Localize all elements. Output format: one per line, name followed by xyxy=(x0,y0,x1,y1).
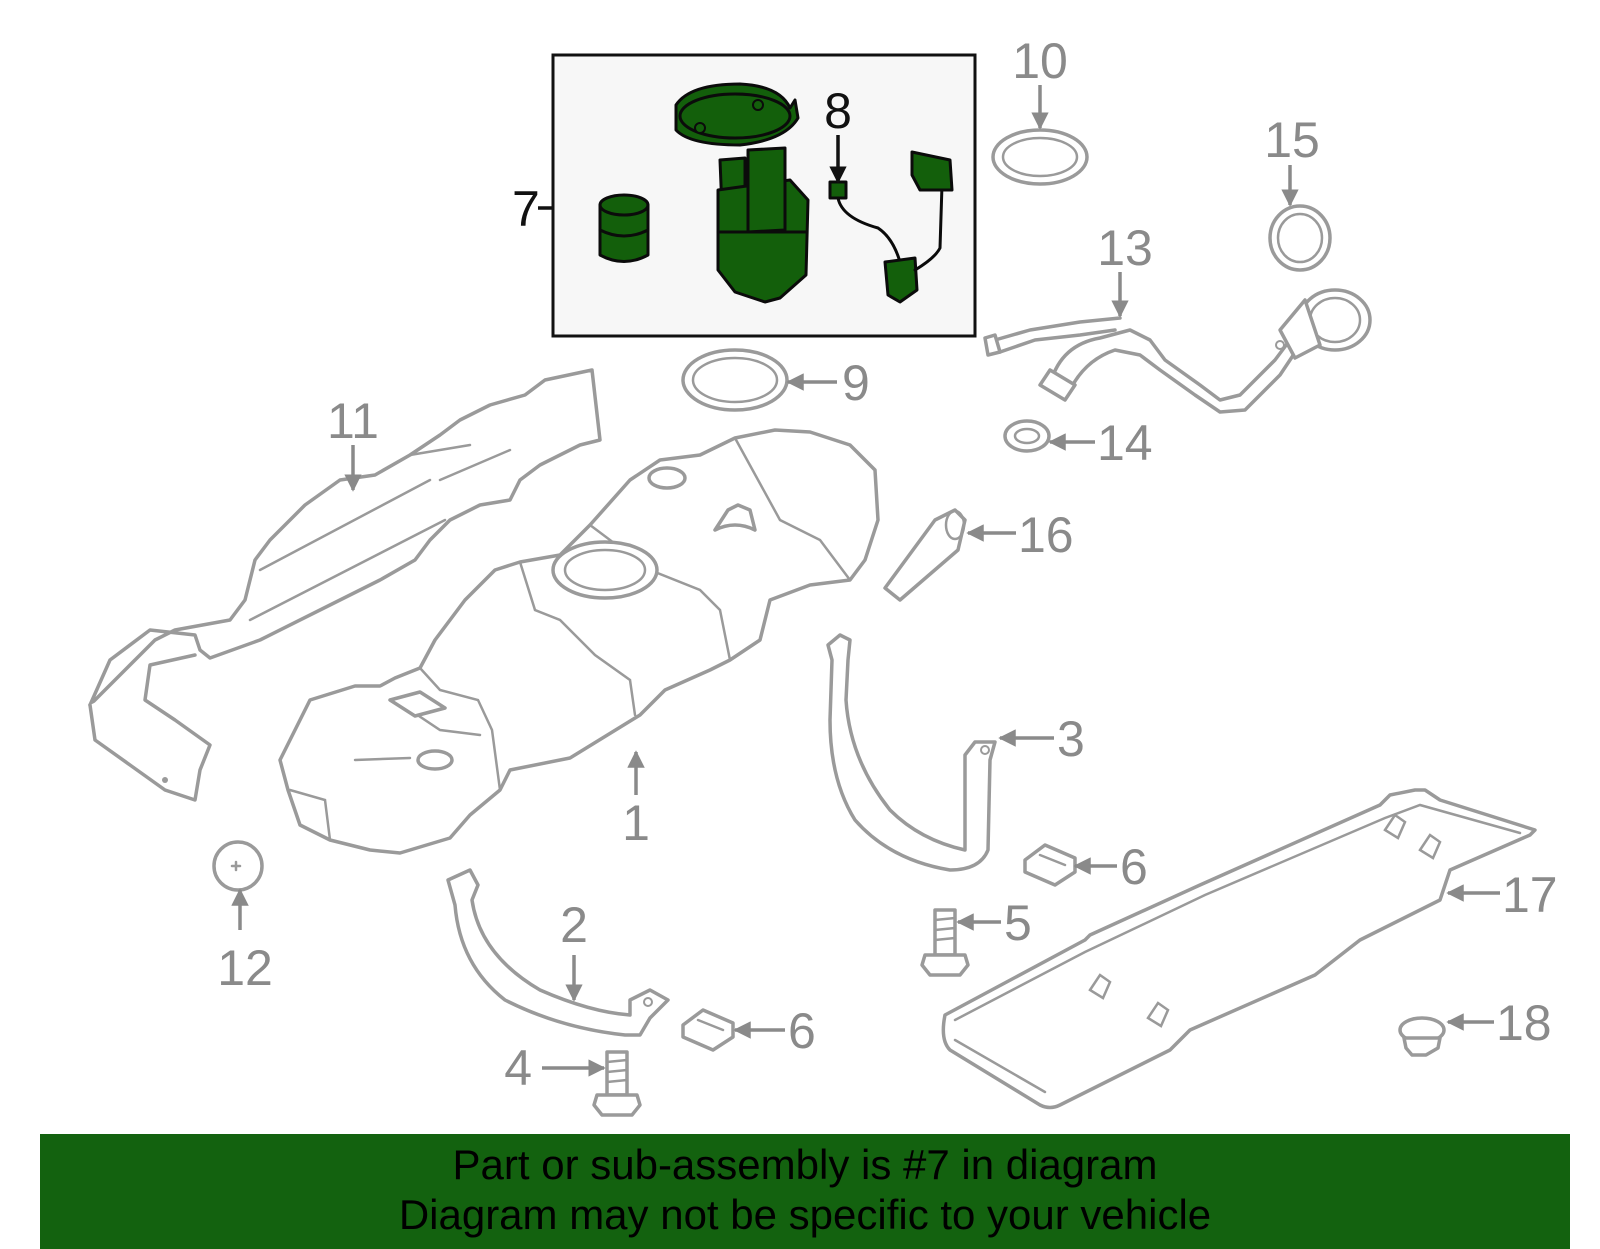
banner-line-1: Part or sub-assembly is #7 in diagram xyxy=(452,1141,1158,1188)
fuel-pump-assembly xyxy=(674,82,810,304)
callout-2: 2 xyxy=(560,897,588,953)
callout-15: 15 xyxy=(1264,112,1320,168)
callout-17: 17 xyxy=(1502,867,1558,923)
banner-line-2: Diagram may not be specific to your vehi… xyxy=(398,1191,1212,1238)
callout-3: 3 xyxy=(1057,711,1085,767)
nut-18 xyxy=(1398,1016,1446,1057)
callout-16: 16 xyxy=(1018,507,1074,563)
lock-ring-9 xyxy=(681,348,789,412)
callout-14: 14 xyxy=(1097,415,1153,471)
callout-12: 12 xyxy=(217,940,273,996)
clip-6-lower xyxy=(681,1008,735,1052)
callout-7: 7 xyxy=(512,181,540,237)
callout-1: 1 xyxy=(622,795,650,851)
callout-13: 13 xyxy=(1097,220,1153,276)
callout-10: 10 xyxy=(1012,33,1068,89)
callout-6-upper: 6 xyxy=(1120,839,1148,895)
filler-pipe xyxy=(983,288,1372,414)
bolt-4 xyxy=(592,1050,642,1117)
fuel-level-sensor-harness xyxy=(828,150,954,304)
seal-15 xyxy=(1268,204,1332,272)
connector-16 xyxy=(883,508,967,602)
callout-4: 4 xyxy=(504,1040,532,1096)
tank-strap-3 xyxy=(826,633,997,872)
info-banner: Part or sub-assembly is #7 in diagram Di… xyxy=(40,1134,1570,1249)
callout-8: 8 xyxy=(824,83,852,139)
fuel-pump-module-box xyxy=(551,53,977,338)
skid-plate xyxy=(941,788,1537,1110)
callout-11: 11 xyxy=(327,393,379,449)
pump-strainer-sleeve xyxy=(598,193,650,263)
clip-6-upper xyxy=(1023,843,1077,887)
heat-shield xyxy=(88,368,602,802)
grommet-14 xyxy=(1003,419,1051,453)
callout-5: 5 xyxy=(1004,895,1032,951)
callout-6-lower: 6 xyxy=(788,1003,816,1059)
callout-9: 9 xyxy=(842,355,870,411)
fuel-tank xyxy=(278,428,880,855)
leader-lines xyxy=(231,85,1500,1077)
seal-10 xyxy=(991,128,1089,186)
callout-18: 18 xyxy=(1496,995,1552,1051)
tank-strap-2 xyxy=(446,868,670,1037)
bolt-5 xyxy=(920,908,970,977)
plug-12 xyxy=(212,840,264,892)
